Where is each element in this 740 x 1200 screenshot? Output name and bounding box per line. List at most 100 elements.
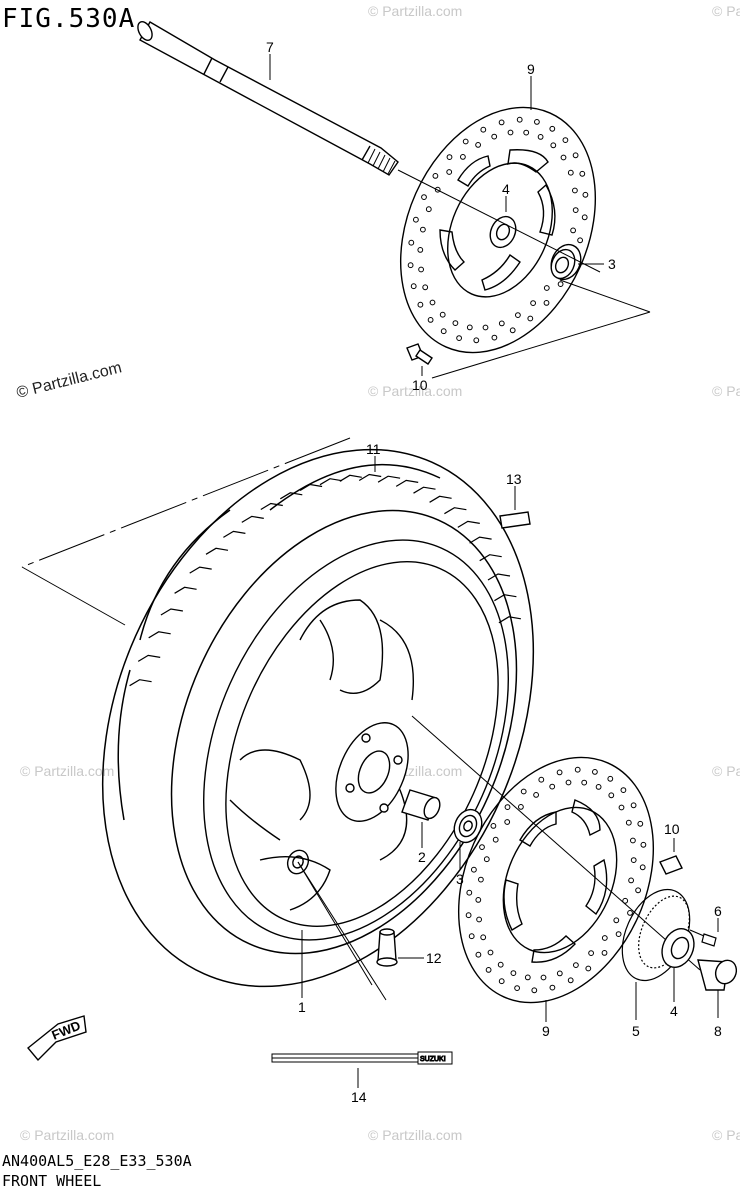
hub-spacer-bottom-part-4 (661, 928, 695, 968)
vent-hole (487, 949, 494, 956)
vent-hole (466, 324, 473, 331)
bearing-bottom-part-3 (453, 808, 483, 844)
tread-mark (174, 586, 197, 594)
disc-bottom-holes (465, 766, 647, 994)
tread-mark (487, 573, 511, 581)
callout-4-top: 4 (502, 181, 510, 197)
vent-hole (465, 912, 472, 919)
vent-hole (418, 266, 425, 273)
vent-hole (556, 970, 563, 977)
watermark-faded: © Partzilla.com (712, 383, 740, 399)
tread-mark (494, 594, 517, 602)
vent-hole (540, 974, 547, 981)
figure-code: AN400AL5_E28_E33_530A (2, 1152, 192, 1170)
vent-hole (407, 262, 414, 269)
tread-mark (479, 554, 502, 562)
vent-hole (468, 933, 475, 940)
vent-hole (417, 247, 424, 253)
tire-part-11 (101, 448, 535, 988)
vent-hole (550, 142, 557, 149)
callout-10-bottom: 10 (664, 821, 680, 837)
vent-hole (572, 207, 579, 214)
vent-hole (572, 187, 578, 194)
watermark-faded: © Partzilla.com (712, 3, 740, 19)
callout-leader-lines (269, 54, 719, 1088)
callout-8: 8 (714, 1023, 722, 1039)
callout-9-top: 9 (527, 61, 535, 77)
vent-hole (620, 787, 627, 793)
vent-hole (579, 170, 586, 177)
vent-hole (498, 320, 505, 327)
tread-mark (299, 483, 323, 492)
callout-12: 12 (426, 950, 442, 966)
vent-hole (601, 950, 608, 956)
vent-hole (577, 237, 583, 244)
vent-hole (504, 819, 511, 825)
tread-mark (129, 679, 152, 687)
vent-hole (574, 766, 581, 773)
disc-bolt-top-part-10 (406, 343, 433, 365)
watermark-faded: © Partzilla.com (368, 3, 462, 19)
callout-4-bottom: 4 (670, 1003, 678, 1019)
vent-hole (460, 154, 466, 160)
tread-mark (189, 566, 212, 574)
tread-mark (358, 473, 382, 482)
vent-hole (537, 134, 544, 140)
vent-hole (630, 802, 637, 809)
vent-hole (538, 776, 545, 783)
disc-bolt-bottom-part-10 (659, 855, 683, 875)
tread-mark (137, 654, 161, 662)
tread-mark (413, 486, 436, 494)
dashed-axis-line (21, 437, 351, 626)
figure-caption: FRONT WHEEL (2, 1172, 102, 1190)
vent-hole (520, 788, 527, 795)
vent-hole (440, 328, 447, 335)
assembly-axis-lines-top (397, 169, 651, 379)
callout-11: 11 (366, 441, 381, 457)
watermark-faded: © Partzilla.com (20, 763, 114, 779)
callout-1: 1 (298, 999, 306, 1015)
watermark-faded: © Partzilla.com (368, 383, 462, 399)
vent-hole (625, 819, 632, 826)
vent-hole (560, 154, 567, 161)
tread-mark (223, 530, 246, 538)
tread-mark (457, 520, 480, 528)
vent-hole (637, 820, 644, 827)
vent-hole (581, 779, 588, 786)
vent-hole (421, 194, 427, 201)
tread-mark (160, 608, 183, 616)
tread-mark (148, 631, 171, 639)
vent-hole (524, 974, 531, 981)
vent-hole (570, 227, 576, 234)
vent-hole (452, 320, 459, 327)
vent-hole (635, 887, 641, 894)
hub-spacer-part-2 (401, 789, 441, 821)
vent-hole (410, 283, 417, 290)
faded-watermarks: © Partzilla.com © Partzilla.com © Partzi… (20, 3, 740, 1143)
vent-hole (549, 125, 556, 132)
watermark-faded: © Partzilla.com (712, 1127, 740, 1143)
vent-hole (523, 129, 530, 136)
callout-7: 7 (266, 39, 274, 55)
callout-14: 14 (351, 1089, 367, 1105)
balance-weight-part-13 (499, 511, 531, 529)
vent-hole (491, 133, 498, 140)
vent-hole (417, 301, 424, 308)
wheel-hub-flange (335, 722, 409, 822)
callout-6: 6 (714, 903, 722, 919)
tread-mark (260, 502, 283, 511)
vent-hole (628, 877, 634, 884)
hub-spacer-top-part-4 (489, 215, 517, 249)
tread-mark (205, 547, 229, 555)
vent-hole (439, 311, 446, 318)
vent-hole (476, 916, 483, 923)
forward-arrow-icon (27, 1015, 87, 1062)
tread-mark (498, 616, 521, 624)
vent-hole (534, 119, 540, 125)
vent-hole (408, 239, 415, 246)
vent-hole (592, 769, 598, 775)
vent-hole (615, 931, 622, 937)
vent-hole (471, 866, 477, 873)
vent-hole (425, 206, 432, 213)
